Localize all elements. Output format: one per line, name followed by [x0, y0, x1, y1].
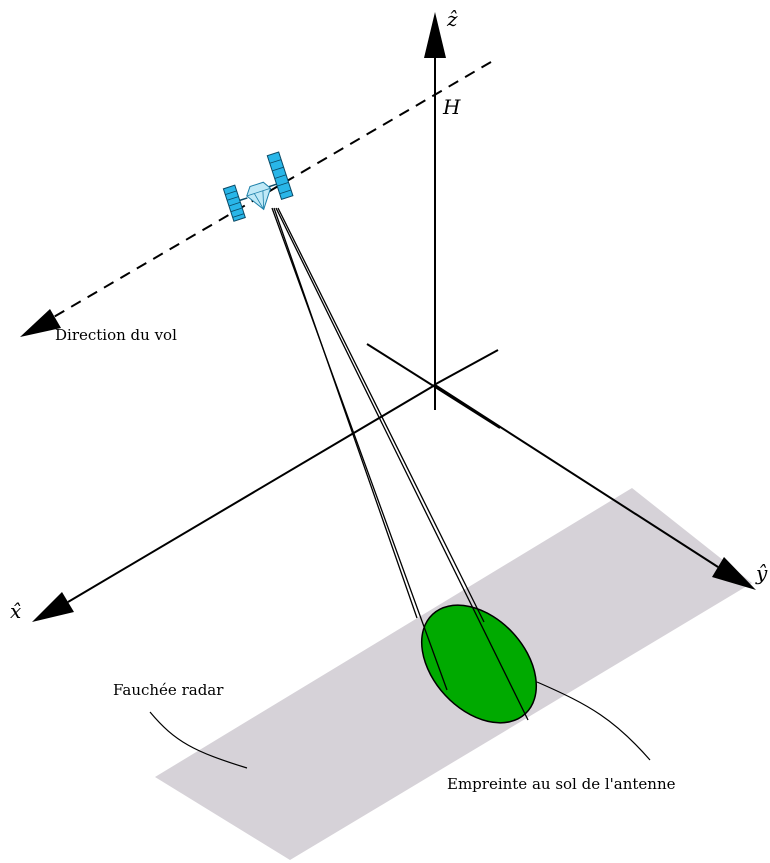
y-axis-line — [434, 384, 719, 568]
x-axis-label: x̂ — [10, 599, 21, 623]
flight-direction-label: Direction du vol — [55, 326, 177, 344]
height-label: H — [442, 95, 461, 119]
swath-label: Fauchée radar — [113, 681, 224, 699]
x-axis-line — [67, 384, 436, 603]
z-axis-arrowhead — [424, 12, 446, 58]
z-axis-label: ẑ — [446, 7, 458, 31]
x-axis-arrowhead — [32, 592, 74, 622]
swath-leader-curve — [149, 711, 248, 769]
y-axis-label: ŷ — [755, 561, 768, 585]
footprint-label: Empreinte au sol de l'antenne — [447, 775, 676, 793]
flight-path-line — [51, 61, 492, 319]
radar-beam — [271, 207, 529, 721]
footprint-leader-curve — [536, 681, 651, 761]
flight-direction-arrowhead — [20, 309, 61, 337]
y-axis-arrowhead — [712, 557, 756, 590]
ground-crosshair-line — [433, 349, 499, 386]
satellite-icon — [222, 151, 294, 222]
